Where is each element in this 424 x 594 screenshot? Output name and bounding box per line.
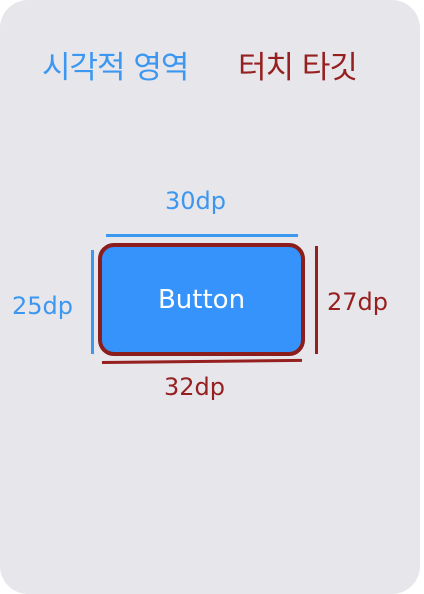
touch-width-line (101, 358, 303, 364)
touch-width-label: 32dp (164, 373, 226, 401)
visual-height-label: 25dp (12, 292, 74, 320)
button-label: Button (157, 284, 246, 315)
legend-visual-area: 시각적 영역 (42, 50, 189, 86)
touch-height-label: 27dp (327, 288, 389, 316)
legend-touch-target: 터치 타깃 (238, 50, 358, 86)
touch-target-area: Button (98, 243, 305, 356)
touch-height-line (315, 246, 318, 354)
visual-width-label: 30dp (165, 187, 227, 215)
example-button[interactable]: Button (106, 251, 297, 348)
visual-height-line (91, 250, 94, 354)
visual-width-line (106, 234, 298, 237)
